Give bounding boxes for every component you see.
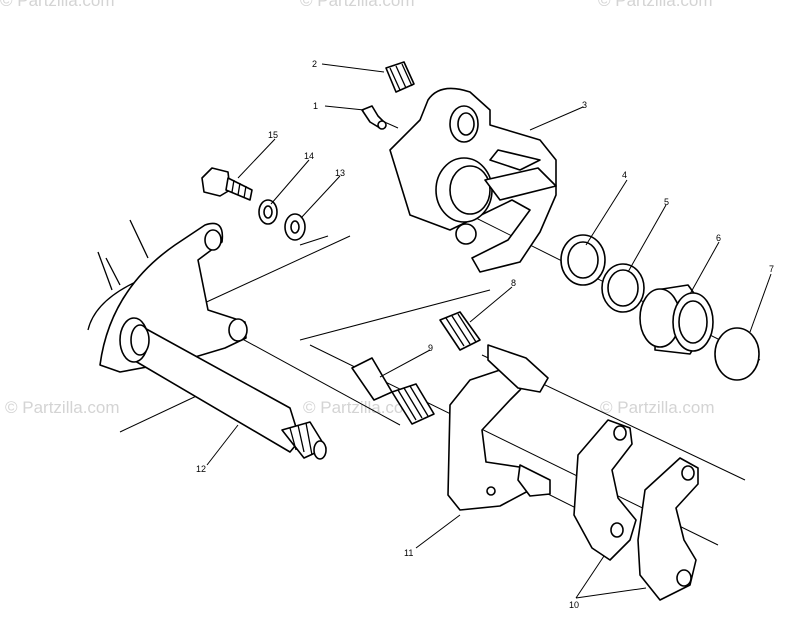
leader-lines [206, 63, 772, 599]
callout-3: 3 [582, 100, 587, 110]
part-13-washer [284, 213, 306, 241]
part-14-lock-washer [258, 199, 278, 225]
part-7-cap [714, 327, 760, 381]
callout-10: 10 [569, 600, 579, 610]
part-5-piston-seal [601, 263, 645, 313]
part-12-bracket-pin [99, 222, 327, 460]
callout-labels: 1 2 3 4 5 6 7 8 9 10 11 12 13 14 15 [196, 59, 774, 610]
watermark-mid-center: © Partzilla.com [303, 398, 418, 417]
part-15-bolt [201, 167, 253, 201]
callout-5: 5 [664, 197, 669, 207]
callout-4: 4 [622, 170, 627, 180]
callout-12: 12 [196, 464, 206, 474]
watermark-top-right: © Partzilla.com [598, 0, 713, 10]
part-8-spring [439, 311, 481, 351]
callout-8: 8 [511, 278, 516, 288]
callout-11: 11 [404, 548, 413, 558]
watermark-top-center: © Partzilla.com [300, 0, 415, 10]
part-10-brake-pads [573, 419, 699, 601]
callout-6: 6 [716, 233, 721, 243]
callout-14: 14 [304, 151, 314, 161]
callout-9: 9 [428, 343, 433, 353]
watermark-top-left: © Partzilla.com [0, 0, 115, 10]
callout-7: 7 [769, 264, 774, 274]
watermark-mid-left: © Partzilla.com [5, 398, 120, 417]
watermark-mid-right: © Partzilla.com [600, 398, 715, 417]
callout-15: 15 [268, 130, 278, 140]
part-1-bleeder-screw [361, 105, 387, 130]
part-3-caliper-body [389, 87, 557, 273]
callout-2: 2 [312, 59, 317, 69]
part-6-piston [639, 284, 714, 355]
part-9-pin [351, 357, 435, 425]
part-4-dust-seal [560, 234, 606, 286]
callout-1: 1 [313, 101, 318, 111]
part-2-plug [385, 61, 415, 93]
callout-13: 13 [335, 168, 345, 178]
part-11-caliper-bracket [447, 344, 551, 511]
